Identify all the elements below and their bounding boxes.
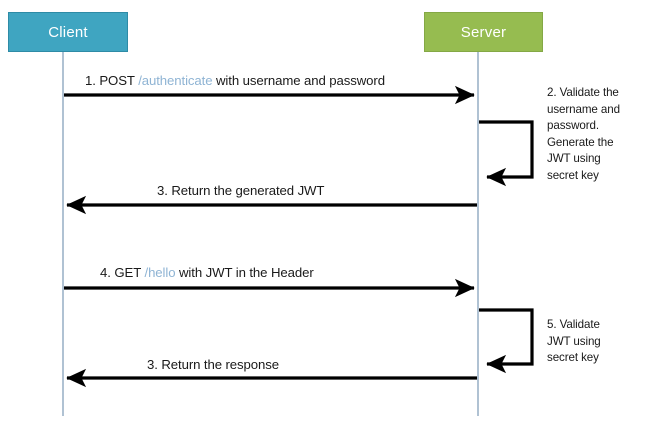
- message-label-2: 3. Return the generated JWT: [157, 183, 324, 198]
- note-validate-credentials-line-1: 2. Validate the: [547, 86, 619, 99]
- note-validate-credentials-line-5: JWT using: [547, 152, 601, 165]
- message-label-4: 3. Return the response: [147, 357, 279, 372]
- message-label-3-path: /hello: [144, 265, 176, 280]
- message-label-2-text: 3. Return the generated JWT: [157, 183, 325, 198]
- note-validate-credentials-line-3: password.: [547, 119, 599, 132]
- message-label-1: 1. POST /authenticate with username and …: [85, 73, 385, 88]
- message-label-3-suffix: with JWT in the Header: [175, 265, 314, 280]
- note-validate-jwt-line-3: secret key: [547, 351, 599, 364]
- message-label-4-text: 3. Return the response: [147, 357, 279, 372]
- note-validate-credentials-line-6: secret key: [547, 168, 599, 182]
- participant-server-label: Server: [460, 23, 507, 41]
- note-validate-jwt-line-2: JWT using: [547, 334, 601, 348]
- note-validate-credentials-line-4: Generate the: [547, 135, 614, 149]
- participant-server[interactable]: Server: [424, 12, 543, 52]
- participant-client-label: Client: [48, 23, 88, 41]
- message-label-1-path: /authenticate: [138, 73, 213, 88]
- note-validate-jwt-line-1: 5. Validate: [547, 318, 600, 331]
- message-label-3: 4. GET /hello with JWT in the Header: [100, 265, 314, 280]
- self-loop-arrow-validate-jwt: [479, 308, 534, 374]
- note-validate-credentials: 2. Validate the username and password. G…: [547, 85, 620, 184]
- message-label-1-suffix: with username and password: [212, 73, 385, 88]
- message-label-1-prefix: 1. POST: [85, 73, 139, 88]
- note-validate-jwt: 5. Validate JWT using secret key: [547, 317, 601, 367]
- note-validate-credentials-line-2: username and: [547, 102, 620, 116]
- message-label-3-prefix: 4. GET: [100, 265, 145, 280]
- self-loop-arrow-validate-credentials: [479, 120, 534, 187]
- participant-client[interactable]: Client: [8, 12, 128, 52]
